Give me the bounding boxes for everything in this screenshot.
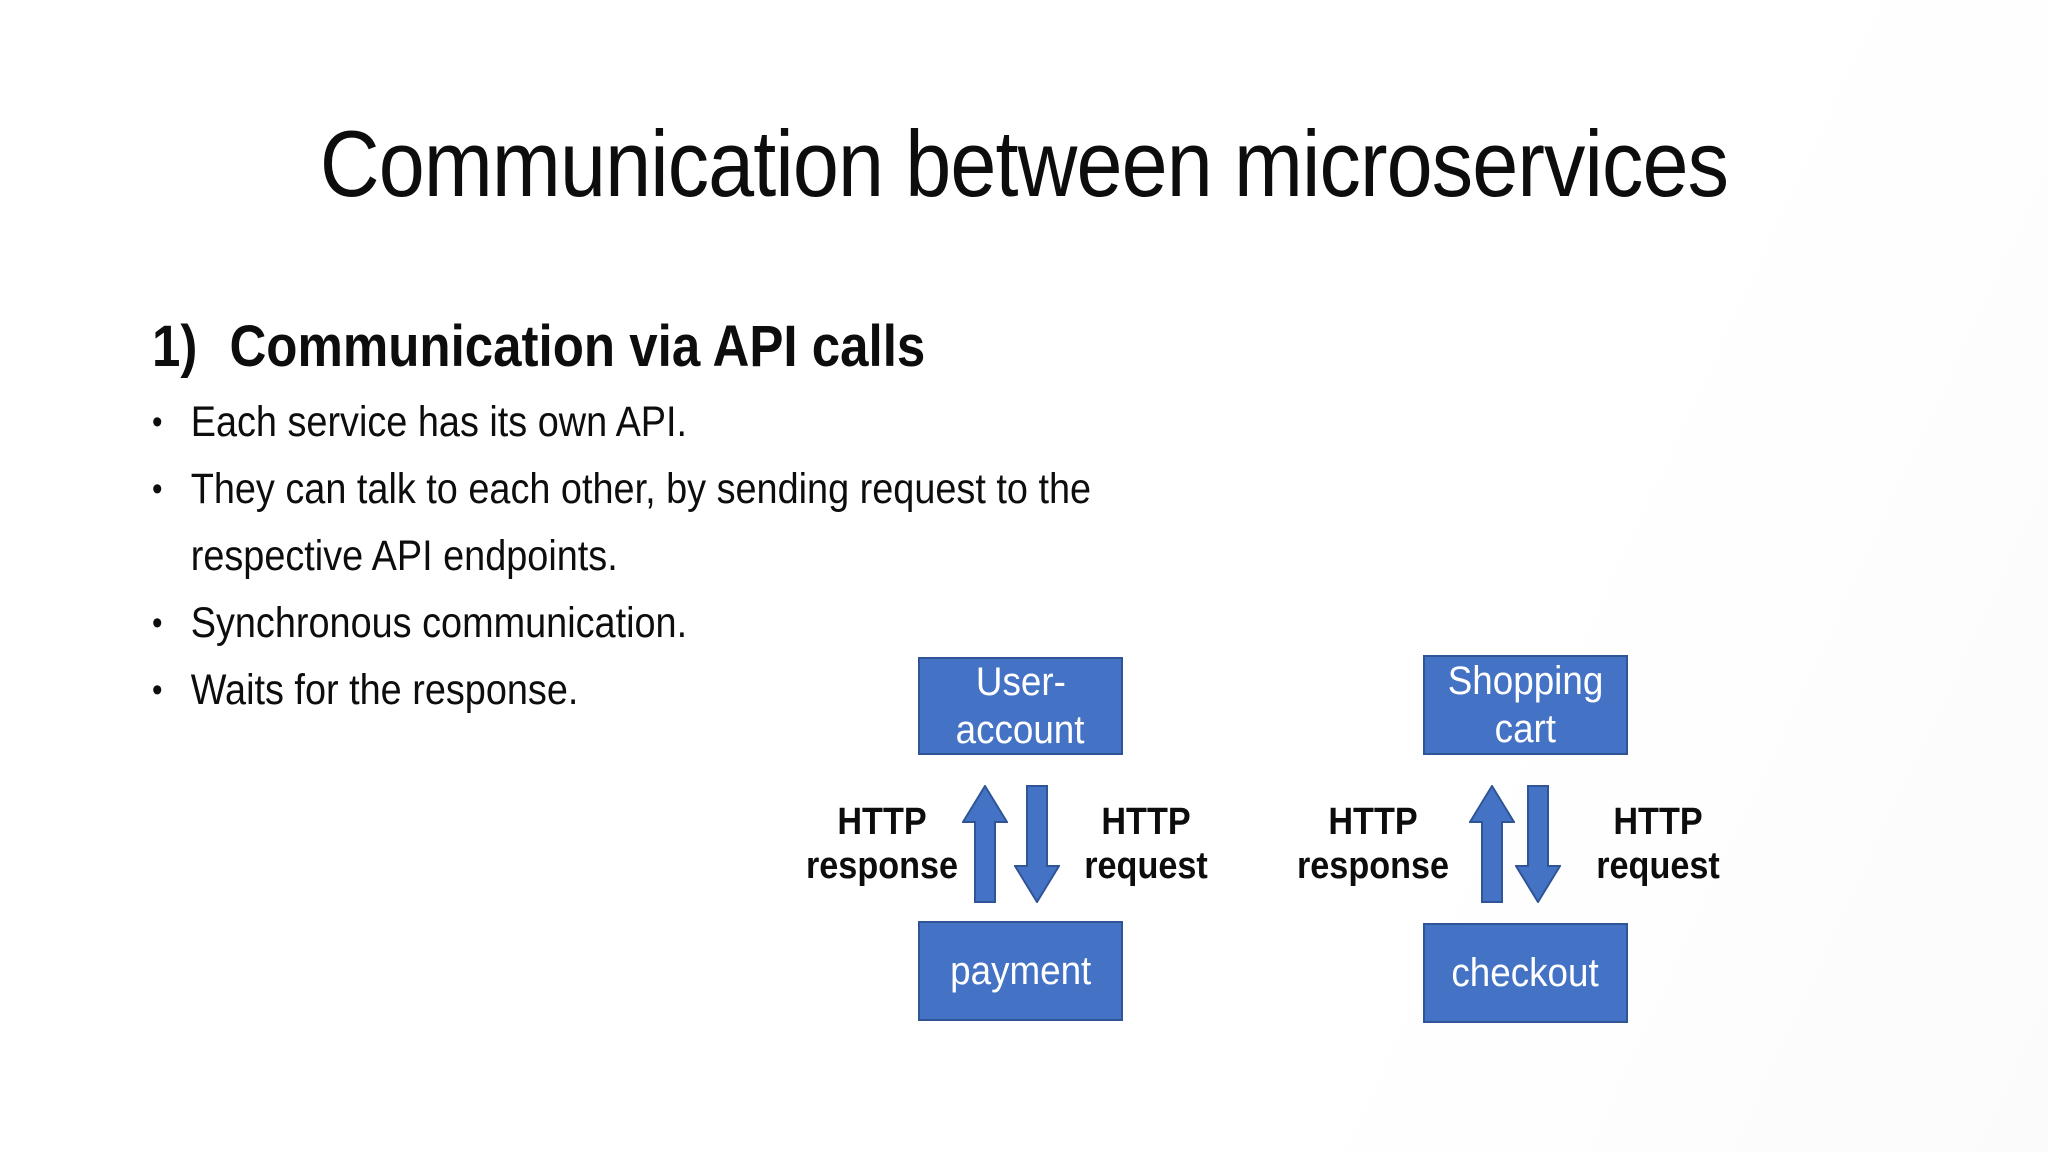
bullet-item: • They can talk to each other, by sendin… — [152, 456, 1091, 523]
service-box-user-account: User- account — [918, 657, 1123, 755]
bullet-item: • Each service has its own API. — [152, 389, 1091, 456]
http-request-label: HTTP request — [1596, 801, 1720, 887]
service-box-label: Shopping — [1447, 659, 1604, 703]
bullet-text: Synchronous communication. — [190, 599, 688, 647]
bullet-text: respective API endpoints. — [190, 532, 618, 580]
http-request-down-arrow-icon — [1515, 785, 1561, 903]
http-request-down-arrow-icon — [1014, 785, 1060, 903]
service-box-checkout: checkout — [1423, 923, 1628, 1023]
bullet-item: • Waits for the response. — [152, 657, 1091, 724]
http-response-up-arrow-icon — [1469, 785, 1515, 903]
slide-title: Communication between microservices — [319, 111, 1729, 216]
heading-text: Communication via API calls — [229, 314, 926, 379]
bullet-text: Waits for the response. — [190, 666, 579, 714]
service-box-label: cart — [1494, 707, 1557, 751]
bullet-icon: • — [152, 470, 163, 508]
service-box-label: account — [956, 708, 1085, 752]
service-box-payment: payment — [918, 921, 1123, 1021]
bullet-icon: • — [152, 671, 163, 709]
diagram-user-account-payment: User- account HTTP response HTTP request… — [760, 640, 1320, 1060]
bullet-item-continuation: respective API endpoints. — [152, 523, 1091, 590]
http-response-label: HTTP response — [805, 801, 959, 887]
service-box-label: checkout — [1451, 951, 1600, 995]
bullet-icon: • — [152, 403, 163, 441]
http-response-up-arrow-icon — [962, 785, 1008, 903]
http-response-label: HTTP response — [1296, 801, 1450, 887]
http-request-label: HTTP request — [1084, 801, 1208, 887]
service-box-label: payment — [949, 949, 1092, 993]
bullet-icon: • — [152, 604, 163, 642]
section-heading: 1) Communication via API calls — [152, 314, 925, 380]
bullet-item: • Synchronous communication. — [152, 590, 1091, 657]
service-box-shopping-cart: Shopping cart — [1423, 655, 1628, 755]
service-box-label: User- — [975, 660, 1066, 704]
bullet-text: Each service has its own API. — [190, 398, 688, 446]
diagram-shopping-cart-checkout: Shopping cart HTTP response HTTP request… — [1250, 640, 1810, 1060]
bullet-list: • Each service has its own API. • They c… — [152, 389, 1091, 724]
bullet-text: They can talk to each other, by sending … — [190, 465, 1092, 513]
heading-number: 1) — [152, 314, 198, 379]
